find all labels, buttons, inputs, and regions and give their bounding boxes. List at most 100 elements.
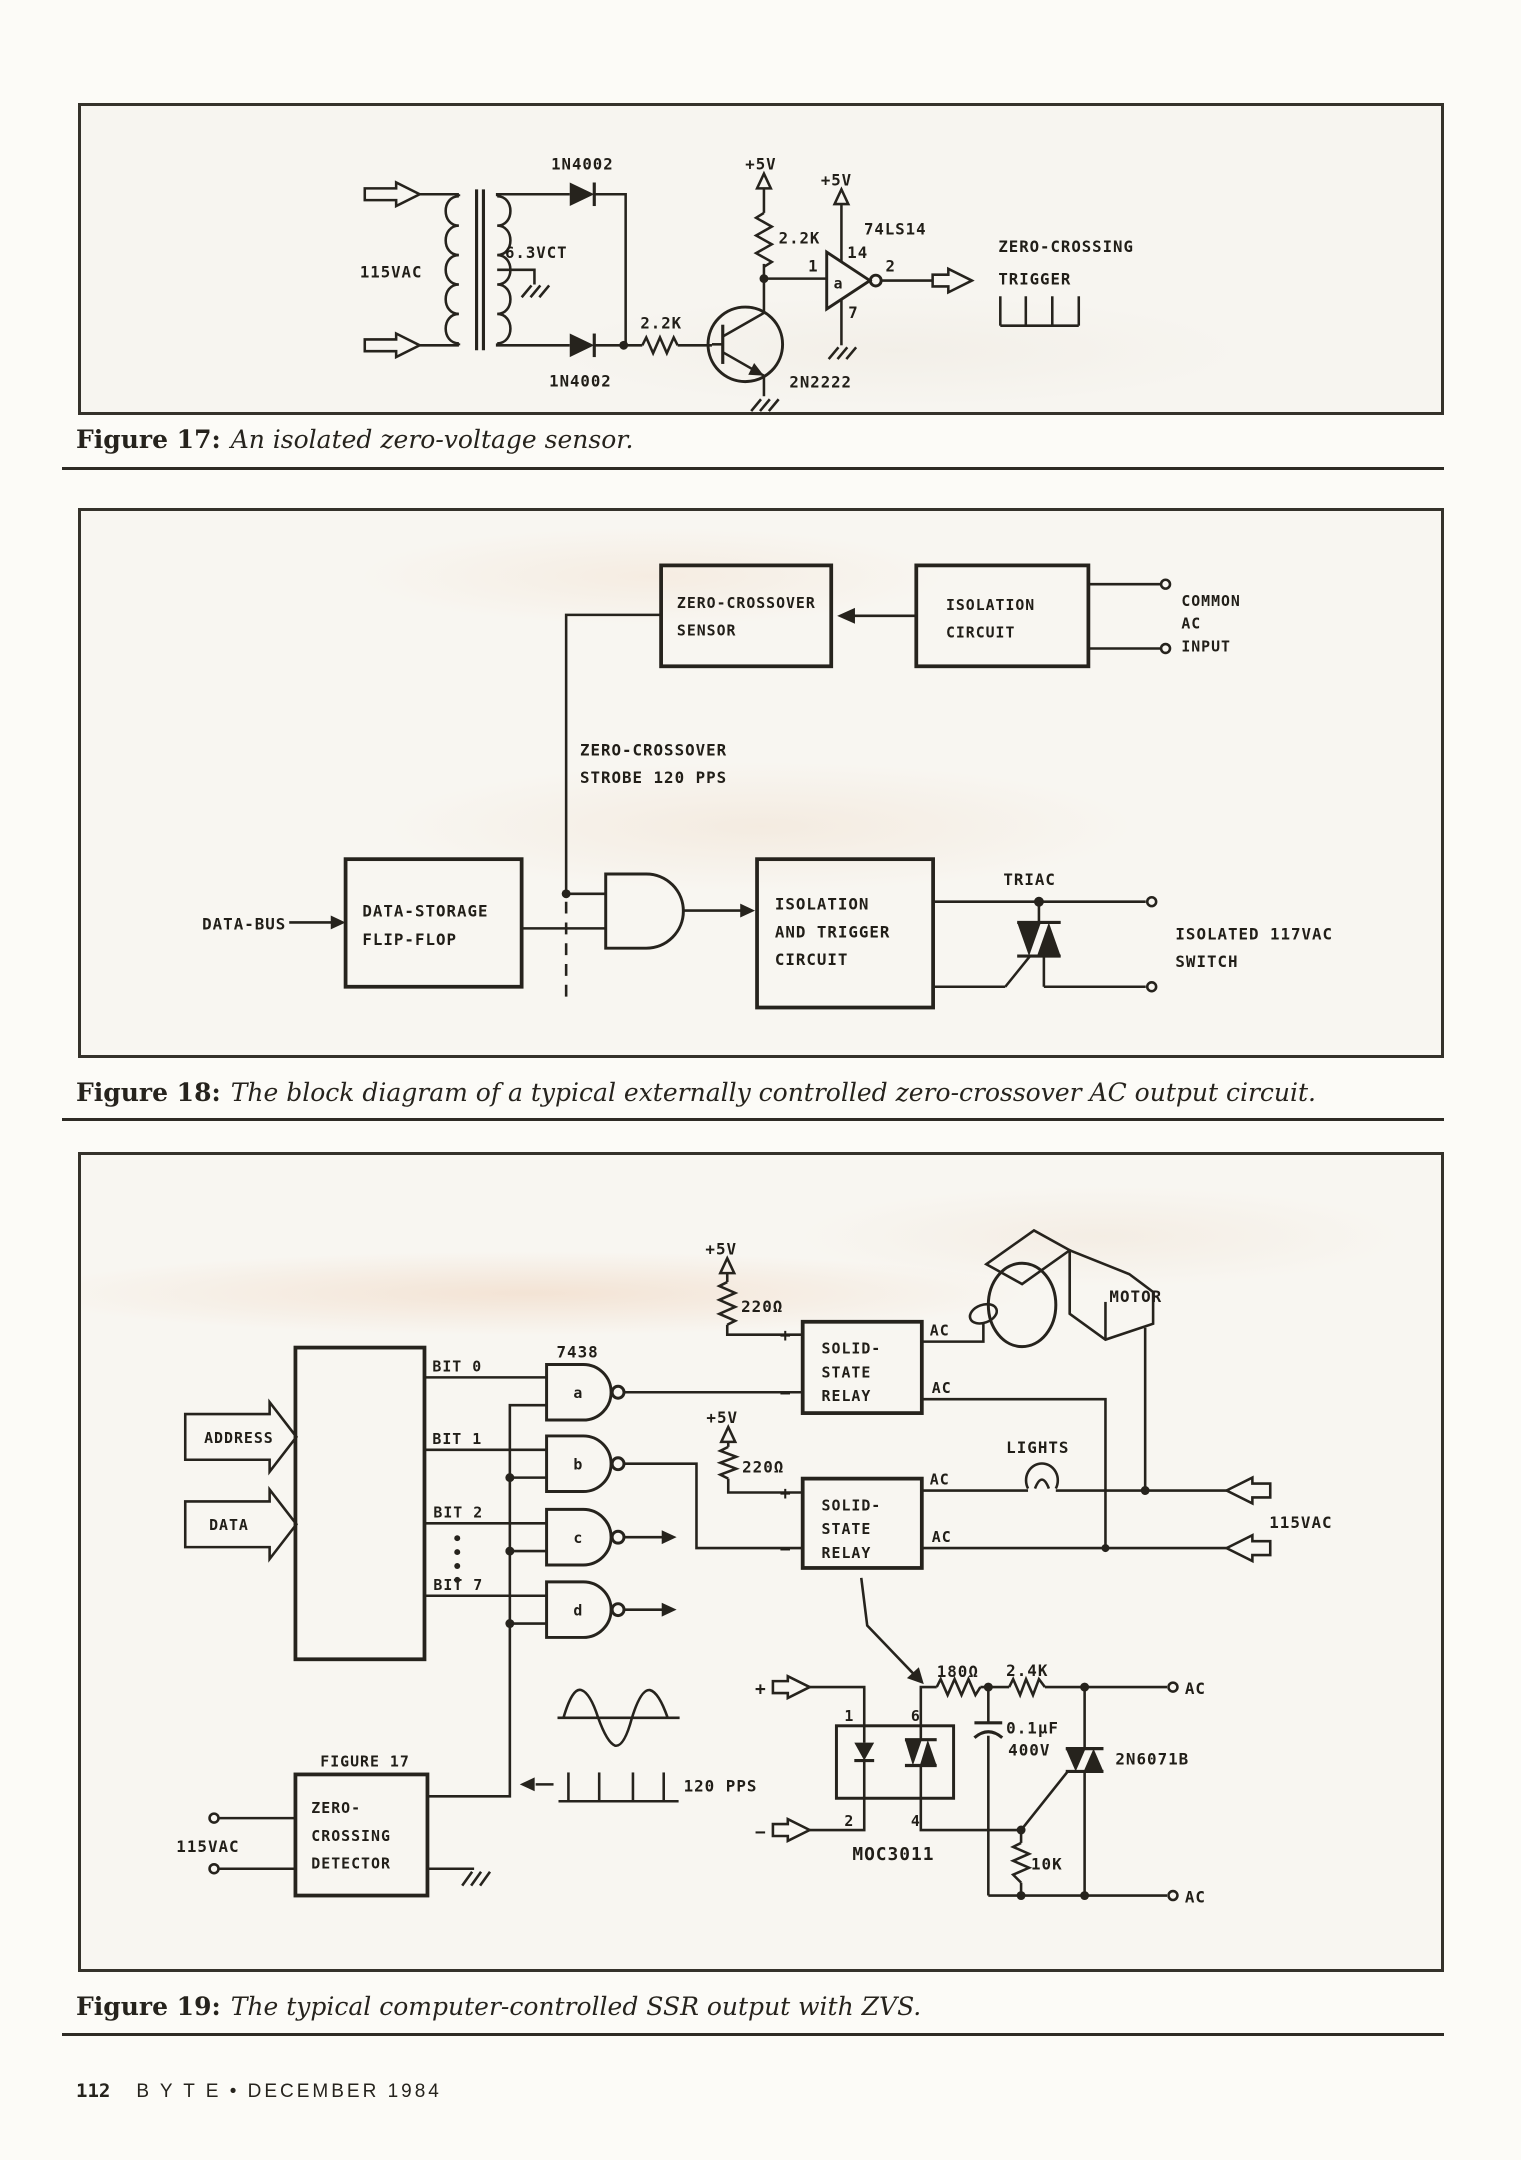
- moc-led-icon: [854, 1725, 875, 1799]
- label-5v-2: +5V: [821, 170, 852, 189]
- label-ssr1-2: STATE: [822, 1363, 872, 1381]
- label-ac-bottom: AC: [1185, 1887, 1206, 1906]
- isolation-circuit-box: [914, 563, 1091, 669]
- zero-crossover-sensor-box: [659, 563, 834, 669]
- caption-title: Figure 18:: [76, 1078, 221, 1107]
- label-common: COMMON: [1181, 593, 1241, 610]
- divider-rule: [62, 467, 1444, 470]
- label-24k: 2.4K: [1006, 1661, 1048, 1680]
- label-moc-pin4: 4: [911, 1812, 921, 1830]
- ac-input-connector-bottom-icon: [363, 331, 459, 360]
- label-bit2: BIT 2: [433, 1503, 483, 1521]
- caption-title: Figure 17:: [76, 425, 221, 454]
- label-ff-1: DATA-STORAGE: [362, 902, 488, 921]
- label-180: 180Ω: [937, 1662, 979, 1681]
- label-1n4002-bottom: 1N4002: [549, 372, 612, 391]
- inverter-74ls14-icon: [825, 186, 933, 360]
- ac-input-connector-top-icon: [363, 180, 459, 209]
- ssr2-box: [800, 1476, 924, 1570]
- label-7438: 7438: [557, 1343, 599, 1362]
- moc-minus-input-icon: [771, 1798, 866, 1844]
- label-pin2: 2: [886, 257, 896, 276]
- figure17-schematic: 115VAC 6.3VCT 1N4002 1N4002 2.2K: [360, 155, 1133, 412]
- label-ssr1-3: RELAY: [822, 1387, 872, 1405]
- diode-top-icon: [569, 182, 627, 346]
- vac-connector-bottom-icon: [1223, 1533, 1272, 1564]
- label-moc-pin6: 6: [911, 1707, 921, 1725]
- figure18-caption: Figure 18:The block diagram of a typical…: [76, 1078, 1316, 1107]
- divider-rule: [62, 1118, 1444, 1121]
- caption-text: The typical computer-controlled SSR outp…: [230, 1992, 922, 2021]
- label-trg-2: AND TRIGGER: [775, 922, 891, 941]
- triac-icon: [933, 895, 1158, 993]
- moc3011-box: [834, 1724, 956, 1800]
- label-pin1: 1: [808, 257, 818, 276]
- label-cap-value: 0.1µF: [1006, 1719, 1059, 1738]
- label-2n2222: 2N2222: [789, 372, 852, 391]
- center-tap-ground-icon: [497, 268, 551, 299]
- label-bit7: BIT 7: [433, 1576, 483, 1594]
- zvs-strobe-line: [427, 1403, 547, 1798]
- vcc-220-relay1-icon: [716, 1255, 803, 1336]
- label-det-1: ZERO-: [311, 1799, 361, 1817]
- label-ssr2-ac2: AC: [932, 1528, 952, 1546]
- detector-ac-terminals: [208, 1812, 296, 1875]
- label-address: ADDRESS: [204, 1429, 274, 1447]
- label-74ls14: 74LS14: [864, 219, 927, 238]
- label-ssr2-2: STATE: [822, 1520, 872, 1538]
- divider-rule: [62, 2033, 1444, 2036]
- label-det-3: DETECTOR: [311, 1855, 391, 1873]
- label-5v-1: +5V: [745, 155, 776, 174]
- detail-arrow-icon: [859, 1577, 924, 1685]
- label-2p2k-series: 2.2K: [640, 314, 682, 333]
- label-5v-relay2: +5V: [706, 1408, 738, 1427]
- figure19-schematic: ADDRESS DATA BIT 0 BIT 1 BIT 2 BIT 7 743…: [176, 1228, 1332, 1906]
- latched-port-box: [293, 1345, 427, 1662]
- label-10k: 10K: [1031, 1855, 1063, 1874]
- label-switch-1: ISOLATED 117VAC: [1175, 924, 1333, 943]
- resistor-10k-icon: [1009, 1830, 1033, 1896]
- data-bus-arrow-icon: [183, 1485, 299, 1563]
- label-trigger: TRIGGER: [998, 270, 1071, 289]
- label-ssr1-plus: +: [780, 1326, 792, 1347]
- moc-phototriac-icon: [904, 1725, 937, 1799]
- label-2p2k-pullup: 2.2K: [779, 228, 821, 247]
- label-trg-1: ISOLATION: [775, 895, 870, 914]
- label-bit0: BIT 0: [432, 1357, 482, 1375]
- label-pin14: 14: [847, 243, 868, 262]
- label-ff-2: FLIP-FLOP: [362, 930, 457, 949]
- label-gate-a: a: [834, 275, 844, 292]
- address-bus-arrow-icon: [183, 1398, 299, 1476]
- label-2n6071b: 2N6071B: [1115, 1750, 1189, 1769]
- label-ssr1-minus: −: [780, 1383, 792, 1404]
- label-figure17-ref: FIGURE 17: [320, 1752, 410, 1770]
- label-gate-d: d: [573, 1602, 583, 1620]
- trigger-output-connector-icon: [931, 266, 975, 295]
- pulse-train-icon: [999, 296, 1081, 327]
- label-moc-pin2: 2: [844, 1812, 854, 1830]
- label-switch-2: SWITCH: [1175, 952, 1238, 971]
- ssr1-box: [800, 1319, 924, 1415]
- nand-gate-b-icon: [545, 1434, 803, 1550]
- vac-connector-top-icon: [1223, 1475, 1272, 1506]
- transistor-2n2222-icon: [706, 278, 785, 412]
- label-63vct: 6.3VCT: [505, 243, 568, 262]
- junction-dot: [619, 340, 629, 350]
- sine-wave-icon: [557, 1688, 680, 1747]
- label-data: DATA: [209, 1516, 249, 1534]
- label-trg-3: CIRCUIT: [775, 950, 849, 969]
- label-ssr2-minus: −: [780, 1539, 792, 1560]
- nand-gate-c-icon: [545, 1507, 677, 1567]
- label-gate-b: b: [573, 1456, 583, 1474]
- label-iso-1: ISOLATION: [946, 597, 1035, 614]
- label-ssr1-ac1: AC: [930, 1322, 950, 1340]
- caption-title: Figure 19:: [76, 1992, 221, 2021]
- label-bit1: BIT 1: [432, 1430, 482, 1448]
- data-storage-flipflop-box: [343, 857, 524, 989]
- label-moc3011: MOC3011: [852, 1844, 934, 1865]
- label-det-2: CROSSING: [311, 1827, 391, 1845]
- label-lights: LIGHTS: [1006, 1438, 1069, 1457]
- moc-plus-input-icon: [771, 1674, 866, 1726]
- ac-line-bottom: [921, 1397, 1227, 1553]
- resistor-2p2k-series-icon: [641, 334, 712, 357]
